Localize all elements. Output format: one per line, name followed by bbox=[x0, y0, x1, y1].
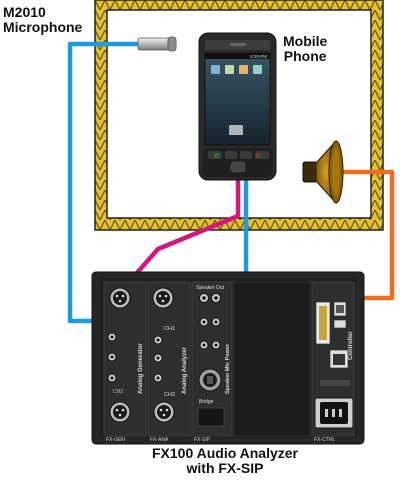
cable-magenta-phone bbox=[117, 175, 241, 295]
xlr-generator-ch1 bbox=[109, 287, 131, 309]
label-analog-generator: Analog Generator bbox=[138, 343, 144, 394]
analyzer-label: FX100 Audio Analyzer with FX-SIP bbox=[100, 445, 350, 477]
label-analog-analyzer: Analog Analyzer bbox=[182, 347, 188, 394]
microphone-label: M2010 Microphone bbox=[3, 4, 83, 36]
label-slot-ana: FX-ANA bbox=[150, 437, 169, 443]
microphone-icon bbox=[137, 36, 177, 52]
label-generator-ch2: CH2 bbox=[113, 389, 123, 395]
label-speaker-out: Speaker Out bbox=[196, 285, 225, 291]
phone-status-time: 8:25 PM bbox=[250, 54, 267, 59]
phone-label-line1: Mobile bbox=[283, 33, 328, 49]
analyzer-label-line2: with FX-SIP bbox=[186, 460, 264, 477]
label-slot-sip: FX-SIP bbox=[194, 437, 211, 443]
phone-label-line2: Phone bbox=[283, 48, 327, 65]
label-controller: Controller bbox=[348, 331, 354, 360]
label-slot-gen: FX-GEN bbox=[106, 437, 125, 443]
mobile-phone-icon: 8:25 PM ✆ ✆ bbox=[198, 32, 277, 181]
analyzer-label-line1: FX100 Audio Analyzer bbox=[151, 445, 298, 461]
microphone-label-line1: M2010 bbox=[3, 4, 46, 20]
speakon-connector bbox=[198, 368, 222, 392]
xlr-analyzer-ch1 bbox=[152, 287, 174, 309]
audio-analyzer-device: CH2 Analog Generator CH1 CH2 Analog Anal… bbox=[91, 271, 365, 445]
xlr-analyzer-ch2 bbox=[153, 401, 175, 423]
speaker-icon bbox=[302, 139, 344, 205]
svg-text:✆: ✆ bbox=[214, 153, 219, 160]
xlr-generator-ch2 bbox=[109, 401, 131, 423]
phone-label: Mobile Phone bbox=[283, 33, 328, 65]
label-speaker-mic-power: Speaker Mic Power bbox=[225, 343, 231, 394]
label-analyzer-ch1: CH1 bbox=[164, 326, 175, 332]
label-slot-ctrl: FX-CTRL bbox=[314, 437, 335, 443]
power-inlet bbox=[314, 397, 354, 429]
microphone-label-line2: Microphone bbox=[3, 19, 83, 36]
svg-text:✆: ✆ bbox=[256, 153, 261, 160]
label-bridge: Bridge bbox=[199, 399, 214, 405]
label-analyzer-ch2: CH2 bbox=[164, 392, 175, 398]
